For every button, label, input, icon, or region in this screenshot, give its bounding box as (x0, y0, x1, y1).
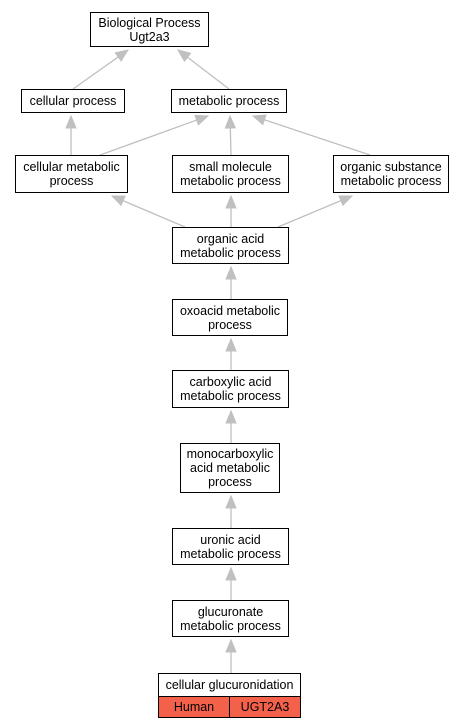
edge-uronic-to-monocarb (225, 494, 237, 528)
edge-smallmol-to-metabolic (224, 114, 237, 156)
edge-cellmeta-to-cellular (65, 114, 77, 155)
leaf-title: cellular glucuronidation (159, 674, 300, 697)
node-root[interactable]: Biological Process Ugt2a3 (90, 12, 209, 47)
node-uronic-acid-metabolic-process[interactable]: uronic acid metabolic process (172, 528, 289, 565)
node-cellular-process[interactable]: cellular process (21, 89, 125, 113)
edge-monocarb-to-carboxylic (225, 409, 237, 443)
leaf-species-cell: Human (159, 697, 229, 717)
node-cellular-glucuronidation[interactable]: cellular glucuronidation Human UGT2A3 (158, 673, 301, 718)
edge-carboxylic-to-oxoacid (225, 337, 237, 370)
edge-orgacid-to-smallmol (225, 194, 237, 227)
edge-metabolic-to-root (176, 49, 230, 90)
node-cellular-metabolic-process[interactable]: cellular metabolic process (15, 155, 128, 193)
edge-cellular-to-root (72, 49, 130, 90)
node-organic-substance-metabolic-process[interactable]: organic substance metabolic process (333, 155, 449, 193)
edge-orgacid-to-cellmeta (110, 195, 186, 228)
node-metabolic-process[interactable]: metabolic process (171, 89, 287, 113)
node-glucuronate-metabolic-process[interactable]: glucuronate metabolic process (172, 600, 289, 637)
node-oxoacid-metabolic-process[interactable]: oxoacid metabolic process (172, 299, 288, 336)
edge-glucuronate-to-uronic (225, 566, 237, 600)
node-carboxylic-acid-metabolic-process[interactable]: carboxylic acid metabolic process (172, 370, 289, 408)
edge-oxoacid-to-orgacid (225, 265, 237, 299)
node-monocarboxylic-acid-metabolic-process[interactable]: monocarboxylic acid metabolic process (180, 443, 280, 493)
edge-orgacid-to-orgsub (277, 195, 354, 228)
edge-leaf-to-glucuronate (225, 638, 237, 673)
node-organic-acid-metabolic-process[interactable]: organic acid metabolic process (172, 227, 289, 264)
node-small-molecule-metabolic-process[interactable]: small molecule metabolic process (172, 155, 289, 193)
leaf-annotation-row: Human UGT2A3 (159, 697, 300, 717)
leaf-gene-cell: UGT2A3 (229, 697, 300, 717)
edge-orgsub-to-metabolic (251, 114, 371, 156)
edge-cellmeta-to-metabolic (99, 114, 210, 156)
